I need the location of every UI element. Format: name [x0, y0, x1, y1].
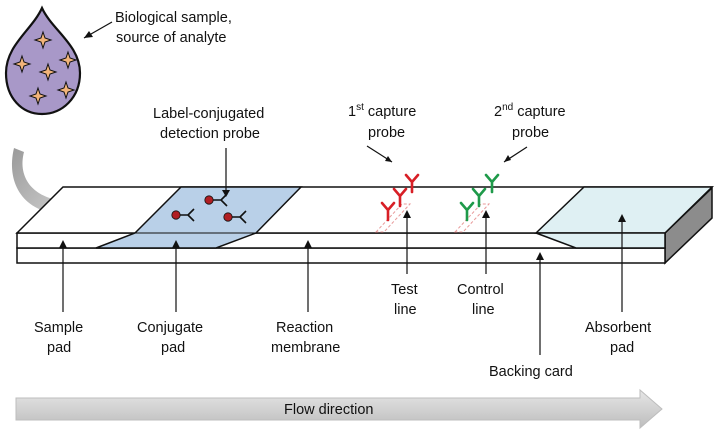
sample-droplet-icon [4, 5, 82, 116]
backing-card-label: Backing card [489, 364, 573, 380]
conjugate-pad-label: Conjugate [137, 320, 203, 336]
absorbent-pad-label: Absorbent [585, 320, 651, 336]
control-line-label: line [472, 302, 495, 318]
capture-probe-1-label: probe [368, 125, 405, 141]
antibody-icon [471, 187, 487, 208]
capture-probe-2-label: 2nd capture [494, 102, 566, 120]
backing-card [16, 247, 666, 264]
flow-arrow-icon [15, 388, 663, 430]
sample-pad-label: Sample [34, 320, 83, 336]
sample-source-label: Biological sample, [115, 10, 232, 26]
arrowhead [385, 156, 392, 162]
sample-source-label: source of analyte [116, 30, 226, 46]
antibody-icon [484, 173, 500, 194]
capture-probe-1-label: 1st capture [348, 102, 416, 120]
absorbent-pad-label: pad [610, 340, 634, 356]
arrowhead [504, 155, 511, 162]
antibody-icon [380, 201, 396, 222]
detection-probe-icon [171, 208, 195, 222]
label-arrowheads [59, 210, 626, 260]
flow-direction-label: Flow direction [284, 402, 373, 418]
test-line-label: Test [391, 282, 418, 298]
detection-probe-icon [223, 210, 247, 224]
reaction-membrane-label: membrane [271, 340, 340, 356]
detection-probe-icon [204, 193, 228, 207]
detection-probe-label: Label-conjugated [153, 106, 264, 122]
capture-probe-2-label: probe [512, 125, 549, 141]
capture-antibodies [380, 173, 500, 222]
label-pointers [62, 216, 623, 355]
antibody-icon [392, 187, 408, 208]
conjugate-pad-label: pad [161, 340, 185, 356]
arrowhead [222, 190, 230, 197]
antibody-icon [404, 173, 420, 194]
detection-probe-label: detection probe [160, 126, 260, 142]
control-line-zone [453, 203, 491, 233]
detection-probes [171, 193, 247, 224]
test-line-zone [374, 203, 412, 233]
reaction-membrane-label: Reaction [276, 320, 333, 336]
sample-pad-label: pad [47, 340, 71, 356]
antibody-icon [459, 201, 475, 222]
arrowhead [84, 31, 93, 38]
test-line-label: line [394, 302, 417, 318]
control-line-label: Control [457, 282, 504, 298]
